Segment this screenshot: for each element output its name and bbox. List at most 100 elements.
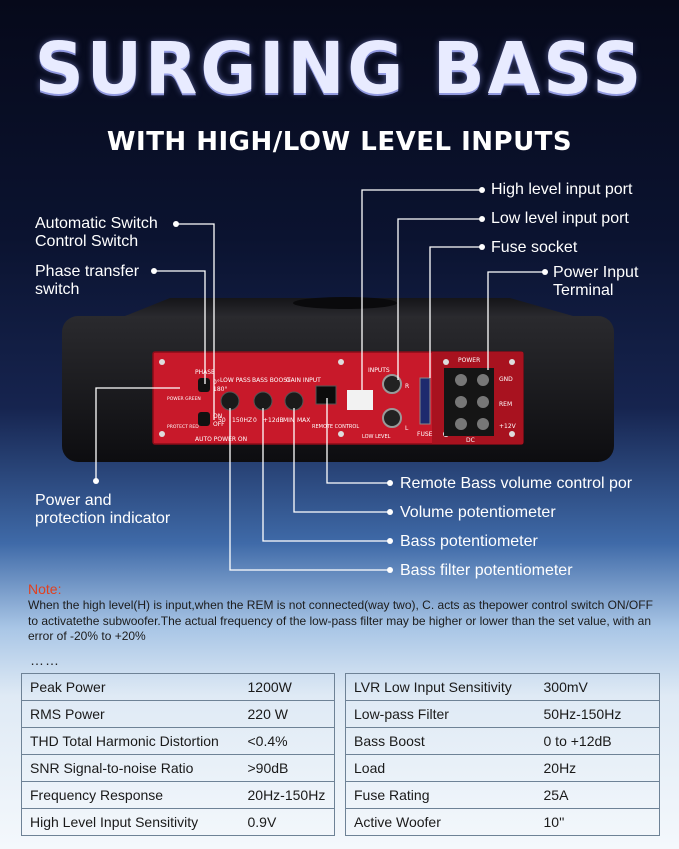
screw xyxy=(338,359,344,365)
panel-inputs: INPUTS xyxy=(368,367,390,374)
callout-power-protection-2: protection indicator xyxy=(35,510,171,527)
screw xyxy=(443,359,449,365)
spec-value: 1200W xyxy=(239,673,335,701)
spec-value: 0.9V xyxy=(239,808,335,836)
panel-phase-180: 180° xyxy=(213,386,227,393)
callout-bass-filter-pot: Bass filter potentiometer xyxy=(400,562,573,579)
terminal-screw xyxy=(477,418,489,430)
amplifier-illustration: PHASE 0° 180° POWER GREEN PROTECT RED ON… xyxy=(62,187,614,573)
callout-dots xyxy=(93,187,548,573)
panel-fuse: FUSE xyxy=(417,431,433,438)
terminal-screw xyxy=(477,374,489,386)
callout-bass-pot: Bass potentiometer xyxy=(400,533,538,550)
spec-name: THD Total Harmonic Distortion xyxy=(21,727,240,755)
terminal-screw xyxy=(455,396,467,408)
spec-name: SNR Signal-to-noise Ratio xyxy=(21,754,240,782)
panel-dc: DC xyxy=(466,437,475,444)
panel-bass-boost: BASS BOOST xyxy=(252,377,291,384)
spec-name: High Level Input Sensitivity xyxy=(21,808,240,836)
rca-right-input xyxy=(382,374,402,394)
spec-name: Peak Power xyxy=(21,673,240,701)
panel-protect-red: PROTECT RED xyxy=(167,424,199,430)
note-text: When the high level(H) is input,when the… xyxy=(28,598,653,643)
panel-power-green: POWER GREEN xyxy=(167,396,201,402)
gain-knob xyxy=(284,391,304,411)
panel-phase-0: 0° xyxy=(213,379,220,386)
note-dots: …… xyxy=(30,652,60,668)
page-subtitle: WITH HIGH/LOW LEVEL INPUTS xyxy=(106,127,573,157)
spec-name: Frequency Response xyxy=(21,781,240,809)
spec-value: >90dB xyxy=(239,754,335,782)
spec-name: RMS Power xyxy=(21,700,240,728)
terminal-screw xyxy=(455,418,467,430)
phase-switch xyxy=(198,378,210,392)
panel-low-level: LOW LEVEL xyxy=(362,434,391,440)
spec-value: <0.4% xyxy=(239,727,335,755)
spec-name: Fuse Rating xyxy=(345,781,536,809)
rca-left-input xyxy=(382,408,402,428)
callout-power-input-2: Terminal xyxy=(553,282,614,299)
high-level-connector xyxy=(347,390,373,410)
callout-auto-switch-1: Automatic Switch xyxy=(35,215,158,232)
panel-l: L xyxy=(405,425,409,432)
callout-auto-switch-2: Control Switch xyxy=(35,233,139,250)
spec-name: Bass Boost xyxy=(345,727,536,755)
screw xyxy=(338,431,344,437)
spec-name: Active Woofer xyxy=(345,808,536,836)
panel-remote-control: REMOTE CONTROL xyxy=(312,424,359,430)
callout-volume-pot: Volume potentiometer xyxy=(400,504,556,521)
panel-auto-power-on: AUTO POWER ON xyxy=(195,436,247,443)
callout-phase-2: switch xyxy=(35,281,80,298)
panel-gnd: GND xyxy=(499,376,513,383)
callout-phase-1: Phase transfer xyxy=(35,263,140,280)
screw xyxy=(159,431,165,437)
page-title: SURGING BASS xyxy=(34,28,645,111)
screw xyxy=(159,359,165,365)
terminal-screw xyxy=(477,396,489,408)
terminal-screw xyxy=(455,374,467,386)
callout-lines xyxy=(95,189,543,571)
spec-value: 20Hz xyxy=(535,754,660,782)
panel-power: POWER xyxy=(458,357,480,364)
panel-bb-max: +12dB xyxy=(263,417,284,424)
fuse-holder xyxy=(419,377,431,425)
panel-bb-min: 0 xyxy=(253,417,257,424)
callout-remote-bass: Remote Bass volume control por xyxy=(400,475,633,492)
remote-port xyxy=(315,385,337,405)
spec-value: 25A xyxy=(535,781,660,809)
screw xyxy=(509,431,515,437)
spec-value: 50Hz-150Hz xyxy=(535,700,660,728)
table-row: SNR Signal-to-noise Ratio>90dB xyxy=(21,754,335,782)
bass-boost-knob xyxy=(253,391,273,411)
callout-power-protection-1: Power and xyxy=(35,492,112,509)
panel-r: R xyxy=(405,383,409,390)
callout-fuse-socket: Fuse socket xyxy=(491,239,578,256)
spec-name: Load xyxy=(345,754,536,782)
callout-power-input-1: Power Input xyxy=(553,264,639,281)
low-pass-knob xyxy=(220,391,240,411)
amp-vent xyxy=(293,297,397,309)
panel-off: OFF xyxy=(213,421,225,428)
panel-on: ON xyxy=(213,413,222,420)
spec-value: 10'' xyxy=(535,808,660,836)
table-row: THD Total Harmonic Distortion<0.4% xyxy=(21,727,335,755)
panel-gain-input: GAIN INPUT xyxy=(286,377,321,384)
screw xyxy=(509,359,515,365)
callout-low-level-input: Low level input port xyxy=(491,210,629,227)
panel-gain-min: MIN xyxy=(283,417,294,424)
panel-low-pass: LOW PASS xyxy=(220,377,251,384)
note-title: Note: xyxy=(28,581,62,597)
spec-value: 300mV xyxy=(535,673,660,701)
auto-power-switch xyxy=(198,412,210,426)
panel-lp-min: 50 xyxy=(218,417,226,424)
